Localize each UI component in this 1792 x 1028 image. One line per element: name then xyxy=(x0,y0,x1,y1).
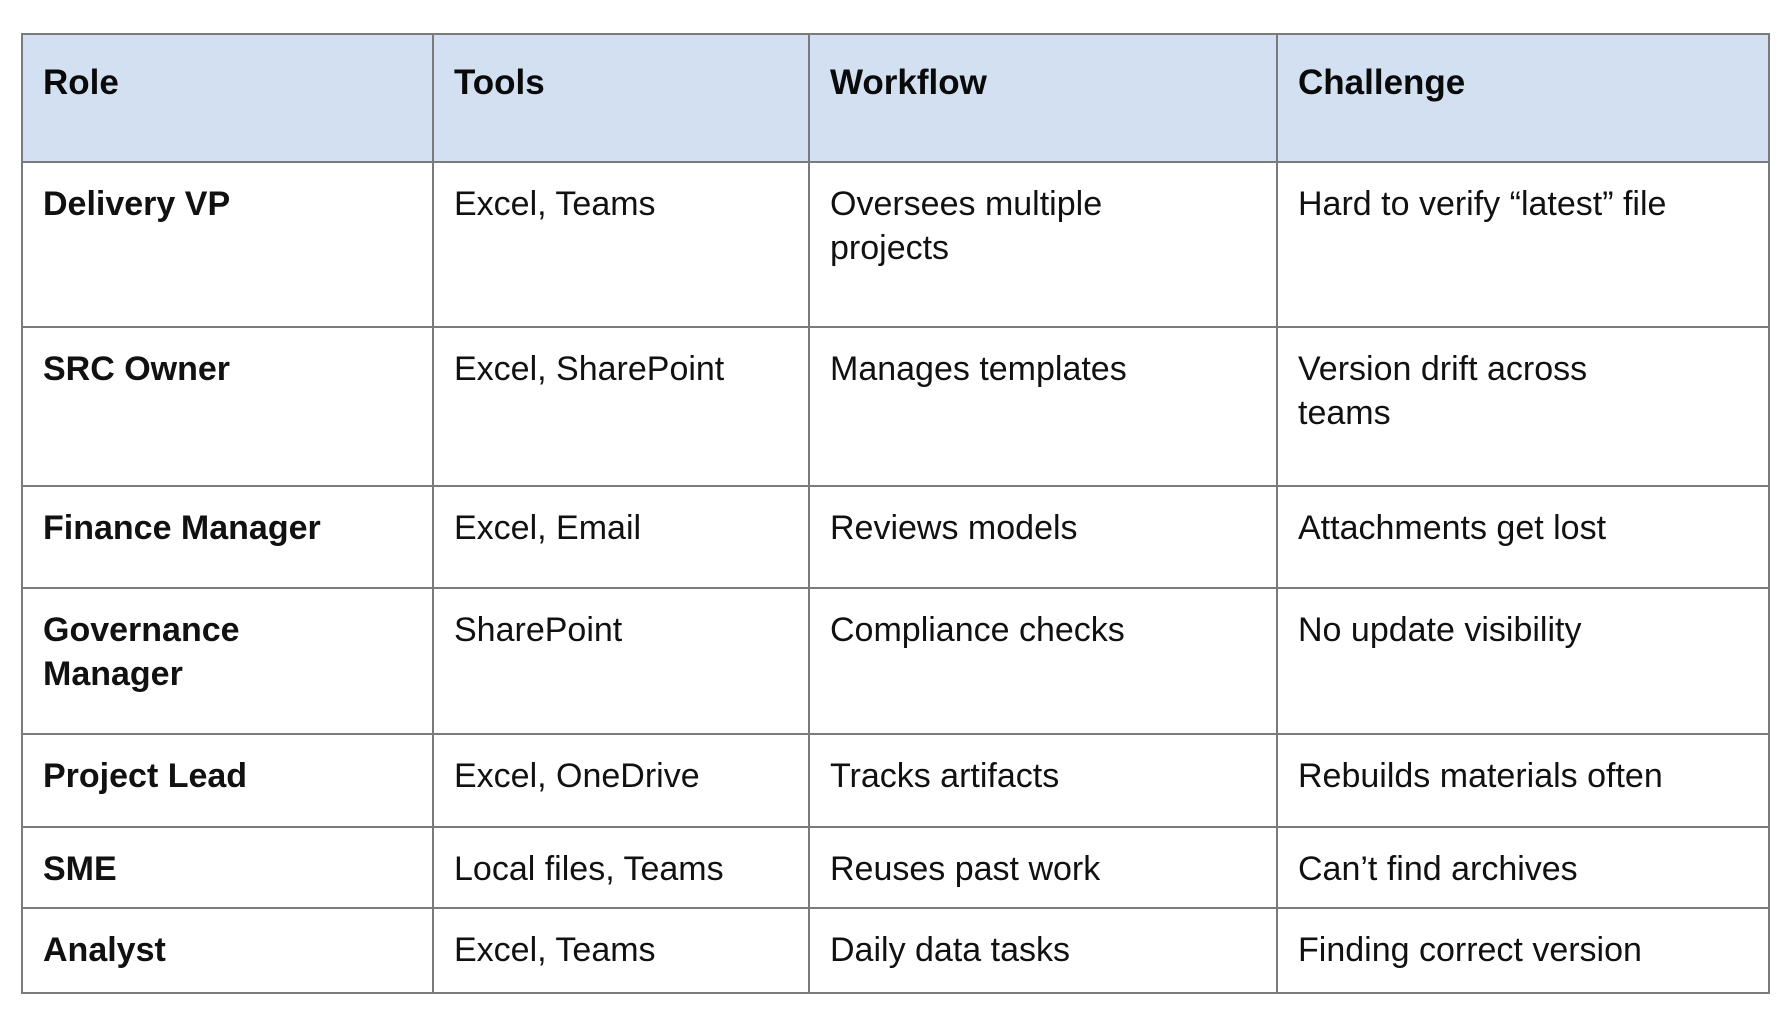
cell-tools: Local files, Teams xyxy=(432,826,810,909)
table-row: Finance Manager Excel, Email Reviews mod… xyxy=(21,485,1770,589)
cell-workflow: Compliance checks xyxy=(808,587,1278,735)
cell-challenge: Finding correct version xyxy=(1276,907,1770,994)
cell-tools: Excel, Teams xyxy=(432,907,810,994)
table-row: Analyst Excel, Teams Daily data tasks Fi… xyxy=(21,907,1770,994)
cell-tools: SharePoint xyxy=(432,587,810,735)
cell-workflow: Tracks artifacts xyxy=(808,733,1278,828)
cell-role: Analyst xyxy=(21,907,434,994)
cell-workflow: Reviews models xyxy=(808,485,1278,589)
header-cell-role: Role xyxy=(21,33,434,163)
cell-tools: Excel, Teams xyxy=(432,161,810,328)
cell-role: SRC Owner xyxy=(21,326,434,487)
cell-tools: Excel, OneDrive xyxy=(432,733,810,828)
cell-challenge: Version drift across teams xyxy=(1276,326,1770,487)
cell-challenge: Can’t find archives xyxy=(1276,826,1770,909)
cell-tools: Excel, SharePoint xyxy=(432,326,810,487)
cell-challenge: Attachments get lost xyxy=(1276,485,1770,589)
cell-challenge: Rebuilds materials often xyxy=(1276,733,1770,828)
cell-role: SME xyxy=(21,826,434,909)
cell-role: Delivery VP xyxy=(21,161,434,328)
cell-challenge: No update visibility xyxy=(1276,587,1770,735)
table-row: Governance Manager SharePoint Compliance… xyxy=(21,587,1770,735)
cell-tools: Excel, Email xyxy=(432,485,810,589)
table-row: SME Local files, Teams Reuses past work … xyxy=(21,826,1770,909)
header-cell-challenge: Challenge xyxy=(1276,33,1770,163)
cell-role: Finance Manager xyxy=(21,485,434,589)
cell-workflow: Daily data tasks xyxy=(808,907,1278,994)
cell-workflow: Oversees multiple projects xyxy=(808,161,1278,328)
table-row: Delivery VP Excel, Teams Oversees multip… xyxy=(21,161,1770,328)
table-row: Project Lead Excel, OneDrive Tracks arti… xyxy=(21,733,1770,828)
cell-role: Project Lead xyxy=(21,733,434,828)
header-cell-tools: Tools xyxy=(432,33,810,163)
header-cell-workflow: Workflow xyxy=(808,33,1278,163)
cell-workflow: Reuses past work xyxy=(808,826,1278,909)
cell-role: Governance Manager xyxy=(21,587,434,735)
cell-workflow: Manages templates xyxy=(808,326,1278,487)
cell-challenge: Hard to verify “latest” file xyxy=(1276,161,1770,328)
table-header-row: Role Tools Workflow Challenge xyxy=(21,33,1770,163)
table-row: SRC Owner Excel, SharePoint Manages temp… xyxy=(21,326,1770,487)
roles-table: Role Tools Workflow Challenge Delivery V… xyxy=(21,33,1770,994)
